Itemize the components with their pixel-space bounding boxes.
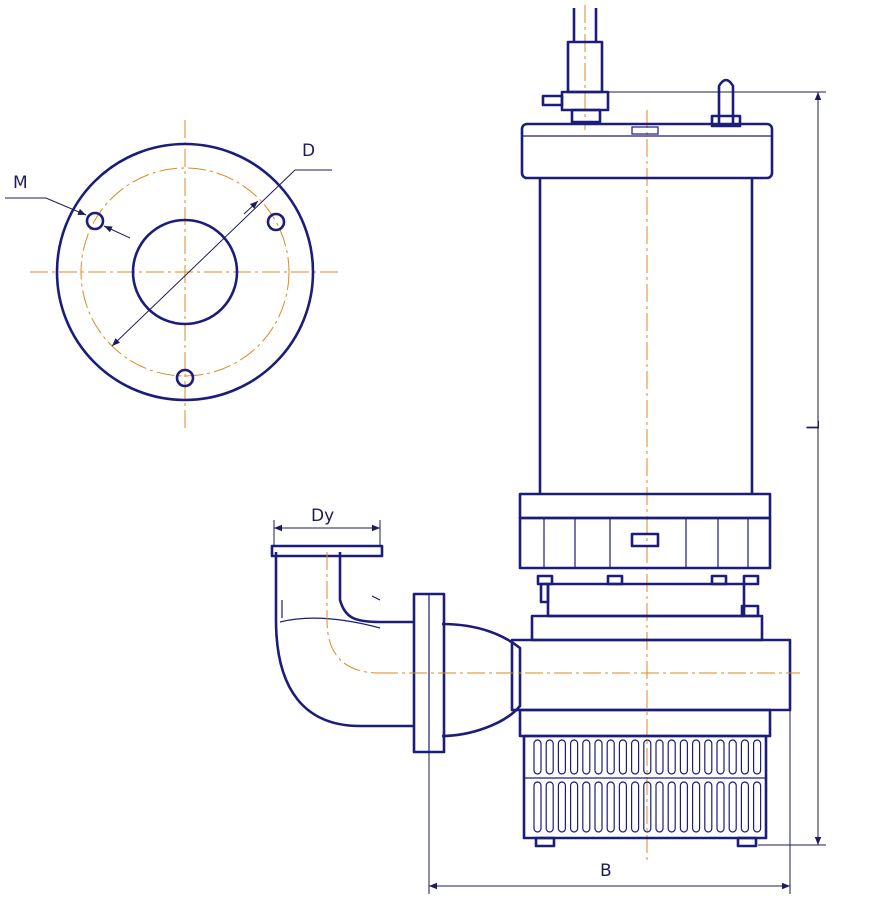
strainer-slot	[557, 781, 567, 833]
strainer-slot	[643, 739, 652, 775]
collar-plate	[630, 532, 660, 548]
seal-section	[546, 582, 746, 618]
strainer-slot	[618, 739, 628, 775]
middle-collar-body	[518, 516, 772, 570]
dy-label: Dy	[311, 506, 334, 526]
strainer-slot	[667, 739, 676, 775]
lifting-eye-base	[710, 114, 742, 128]
foot-right	[736, 836, 758, 848]
d-label: D	[302, 141, 315, 161]
elbow-hatch	[275, 595, 381, 620]
casing-bottom	[518, 708, 772, 738]
strainer-slot	[667, 781, 676, 833]
bolt-circle	[80, 167, 290, 377]
bolt-hole-bottom	[175, 368, 195, 388]
strainer-slot	[740, 781, 750, 833]
strainer-slot	[594, 781, 603, 833]
strainer-slot	[655, 781, 664, 833]
strainer-slots-lower	[533, 781, 762, 833]
m-leader	[5, 197, 87, 216]
elbow-body	[274, 552, 414, 728]
pump-view: Dy L B	[270, 5, 826, 894]
d-arrow-upper	[243, 200, 259, 215]
strainer-slot	[533, 781, 542, 833]
strainer-slot	[594, 739, 603, 775]
strainer	[522, 734, 768, 840]
strainer-slot	[704, 739, 713, 775]
collar-bolt-4	[742, 574, 760, 586]
strainer-slot	[643, 781, 652, 833]
strainer-slot	[728, 739, 737, 775]
bolt-hole-right	[266, 212, 286, 232]
elbow-axis	[326, 552, 381, 674]
strainer-cage	[522, 734, 768, 840]
seal-plug	[539, 582, 550, 604]
bolt-hole-left	[85, 211, 105, 231]
strainer-slot	[691, 781, 701, 833]
m-label: M	[13, 173, 28, 193]
strainer-slot	[752, 739, 762, 775]
strainer-slot	[582, 739, 591, 775]
b-label: B	[600, 861, 612, 881]
strainer-slot	[618, 781, 628, 833]
discharge-neck	[441, 622, 522, 738]
strainer-slot	[606, 739, 615, 775]
gland-screw	[541, 94, 564, 107]
strainer-slot	[582, 781, 591, 833]
flange-outer-circle	[55, 142, 315, 402]
strainer-slot	[569, 739, 579, 775]
strainer-slot	[557, 739, 567, 775]
top-cover-slot	[631, 126, 659, 135]
l-label: L	[804, 420, 824, 430]
strainer-slot	[569, 781, 579, 833]
strainer-slot	[752, 781, 762, 833]
strainer-slots-upper	[533, 739, 762, 775]
top-cover	[520, 122, 774, 180]
strainer-slot	[716, 739, 725, 775]
strainer-slot	[728, 781, 737, 833]
elbow-seam	[279, 617, 381, 629]
gland-base	[570, 108, 602, 124]
strainer-slot	[679, 739, 689, 775]
d-dimension-line	[111, 169, 296, 347]
strainer-slot	[679, 781, 689, 833]
strainer-slot	[716, 781, 725, 833]
strainer-slot	[704, 781, 713, 833]
strainer-slot	[630, 781, 640, 833]
strainer-slot	[545, 739, 554, 775]
flange-view: D M	[5, 120, 340, 428]
lifting-eye	[717, 78, 735, 124]
flange-bore-circle	[131, 218, 239, 326]
strainer-slot	[545, 781, 554, 833]
strainer-slot	[740, 739, 750, 775]
strainer-slot	[533, 739, 542, 775]
pump-casing	[510, 638, 792, 712]
m-arrow-right	[103, 225, 131, 239]
strainer-slot	[606, 781, 615, 833]
middle-collar-top	[518, 492, 772, 520]
strainer-slot	[691, 739, 701, 775]
strainer-slot	[655, 739, 664, 775]
strainer-slot	[630, 739, 640, 775]
foot-left	[534, 836, 556, 848]
